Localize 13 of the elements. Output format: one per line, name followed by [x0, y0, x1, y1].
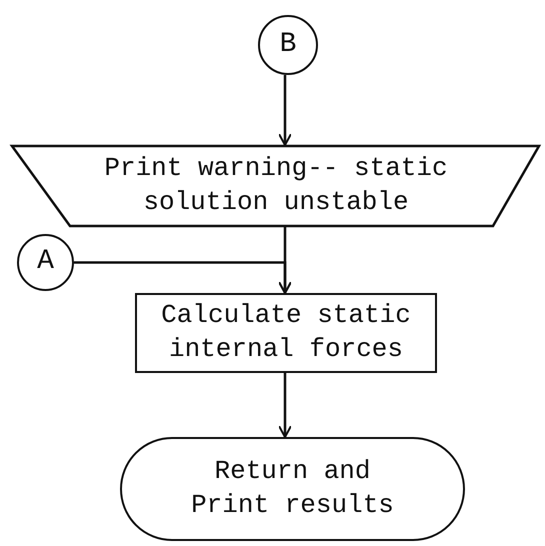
arrow: [278, 373, 292, 438]
node-label: Calculate static internal forces: [160, 299, 412, 366]
node-label: A: [37, 245, 54, 280]
arrow: [278, 75, 292, 146]
terminal-shape: [120, 437, 465, 541]
arrow: [74, 261, 292, 294]
connector-circle: [258, 15, 318, 75]
node-label: Return and Print results: [190, 455, 395, 522]
connector-circle: [17, 234, 74, 291]
manual-operation-shape: [12, 145, 540, 227]
node-label: B: [280, 28, 296, 62]
process-box: [135, 293, 437, 373]
node-label: Print warning-- static solution unstable: [103, 152, 449, 219]
